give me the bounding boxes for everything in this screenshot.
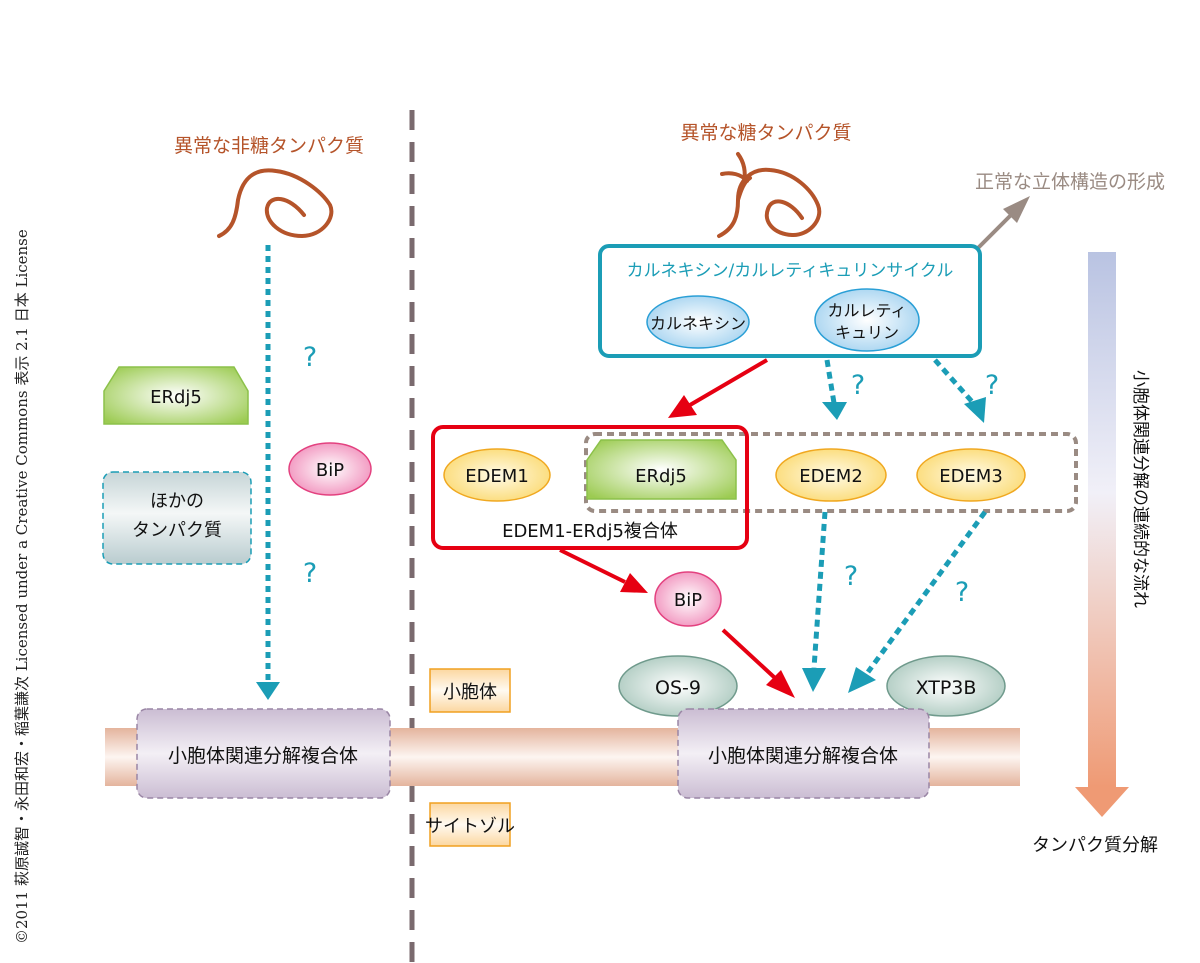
left-panel: 異常な非糖タンパク質 ? ? ERdj5 BiP ほかの タンパク質 小胞体関連… <box>102 135 391 799</box>
calreticulin-label-line2: キュリン <box>835 323 899 342</box>
calreticulin-label-line1: カルレティ <box>827 301 906 320</box>
erad-complex-left-label: 小胞体関連分解複合体 <box>168 745 358 767</box>
question-mark: ? <box>844 561 858 592</box>
arrowhead-icon <box>802 668 826 692</box>
question-mark: ? <box>985 370 999 401</box>
calreticulin-ellipse <box>814 288 920 352</box>
edem1-label: EDEM1 <box>465 466 529 487</box>
xtp3b-ellipse <box>886 655 1006 717</box>
erad-complex-right <box>677 708 930 799</box>
bip-ellipse-right <box>654 571 722 627</box>
xtp3b-label: XTP3B <box>916 677 977 699</box>
question-mark: ? <box>303 342 317 373</box>
dotted-arrow-edem3-to-erad <box>865 510 988 674</box>
other-proteins-label-line2: タンパク質 <box>132 520 222 541</box>
cytosol-compartment-box <box>429 802 511 847</box>
bip-right-label: BiP <box>674 590 702 611</box>
red-arrow-to-bip <box>559 548 626 584</box>
edem3-ellipse <box>916 448 1026 502</box>
cytosol-compartment-label: サイトゾル <box>425 816 515 837</box>
edem1-erdj5-complex-label: EDEM1-ERdj5複合体 <box>502 521 678 542</box>
misfolded-protein-icon <box>217 168 334 239</box>
red-arrow-to-erad <box>721 628 777 680</box>
erad-complex-right-label: 小胞体関連分解複合体 <box>708 745 898 767</box>
arrowhead-icon <box>668 395 697 418</box>
protein-degradation-label: タンパク質分解 <box>1032 835 1158 856</box>
erdj5-complex-label: ERdj5 <box>635 466 687 487</box>
calnexin-label: カルネキシン <box>650 314 746 333</box>
normal-folding-label: 正常な立体構造の形成 <box>975 171 1165 193</box>
erad-complex-left <box>136 708 391 799</box>
other-proteins-box <box>102 471 252 565</box>
cycle-title: カルネキシン/カルレティキュリンサイクル <box>627 261 954 281</box>
arrowhead-icon <box>766 670 795 698</box>
dotted-arrow-to-edem2 <box>824 359 837 404</box>
edem2-ellipse <box>775 448 887 502</box>
bip-ellipse <box>288 442 372 496</box>
flow-arrowhead-icon <box>1075 787 1129 817</box>
arrowhead-icon <box>1003 196 1030 223</box>
other-proteins-label-line1: ほかの <box>150 491 204 512</box>
glycan-branch-icon <box>720 152 752 202</box>
question-mark: ? <box>955 577 969 608</box>
glycoprotein-title: 異常な糖タンパク質 <box>680 122 851 144</box>
er-compartment-box <box>429 668 511 713</box>
edem3-label: EDEM3 <box>939 466 1003 487</box>
edem-family-group <box>584 432 1078 513</box>
erdj5-label: ERdj5 <box>150 387 202 408</box>
arrowhead-icon <box>964 397 986 423</box>
dotted-arrow-to-edem3 <box>933 358 977 407</box>
os9-label: OS-9 <box>655 677 701 699</box>
glycoprotein-icon <box>717 167 822 238</box>
er-compartment-label: 小胞体 <box>443 682 497 703</box>
arrowhead-icon <box>822 402 847 420</box>
non-glycoprotein-title: 異常な非糖タンパク質 <box>174 135 364 157</box>
question-mark: ? <box>851 370 865 401</box>
arrowhead-icon <box>848 667 876 693</box>
arrowhead-icon <box>256 682 280 700</box>
erdj5-shape-complex <box>586 439 737 500</box>
copyright-notice: ©2011 萩原誠智・永田和宏・稲葉謙次 Licensed under a Cr… <box>13 229 31 944</box>
right-panel: 異常な糖タンパク質 正常な立体構造の形成 カルネキシン/カルレティキュリンサイク… <box>431 122 1165 799</box>
os9-ellipse <box>618 655 738 717</box>
flow-label: 小胞体関連分解の連続的な流れ <box>1130 370 1150 608</box>
edem2-label: EDEM2 <box>799 466 863 487</box>
arrowhead-icon <box>620 573 648 593</box>
flow-arrow-shaft <box>1088 252 1116 787</box>
edem1-ellipse <box>443 448 551 502</box>
bip-label: BiP <box>316 460 344 481</box>
edem1-erdj5-complex-box <box>431 425 749 550</box>
dotted-arrow-edem2-to-erad <box>811 511 828 669</box>
question-mark: ? <box>303 558 317 589</box>
red-arrow-to-edem1-complex <box>688 358 769 407</box>
erdj5-shape <box>103 366 249 425</box>
calnexin-ellipse <box>646 295 750 349</box>
